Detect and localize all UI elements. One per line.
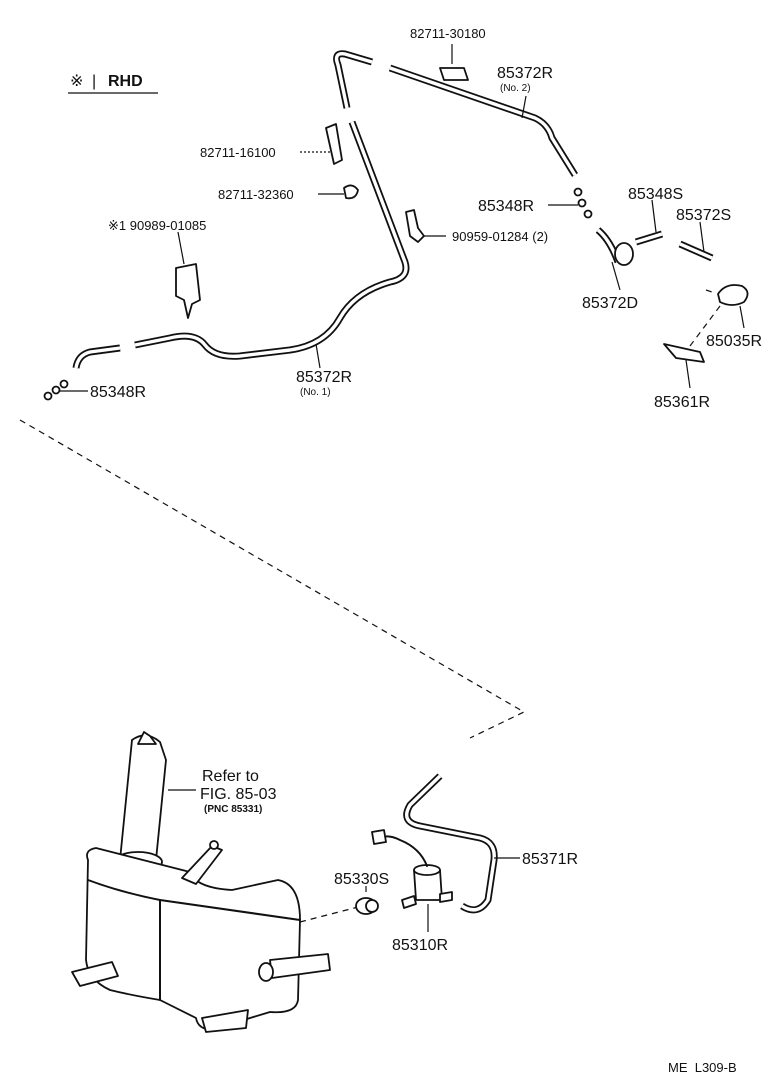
grommet-85330s <box>355 886 379 915</box>
label-85372d: 85372D <box>582 295 638 312</box>
routing-line-nozzle <box>705 289 713 293</box>
clip-85361r <box>663 343 705 389</box>
label-85361r: 85361R <box>654 394 710 411</box>
label-85372r-no2-sub: (No. 2) <box>500 83 531 94</box>
washer-pump-85310r <box>371 829 453 932</box>
hose-85371r <box>403 773 520 914</box>
hose-85372s <box>678 221 714 262</box>
label-fig-85-03: FIG. 85-03 <box>200 786 277 803</box>
label-82711-16100: 82711-16100 <box>200 145 276 160</box>
leader-85372r-no1 <box>315 343 321 369</box>
label-85372s: 85372S <box>676 207 731 224</box>
footer-code: ME L309-B <box>668 1060 737 1075</box>
label-82711-30180: 82711-30180 <box>410 26 486 41</box>
label-85372r-no1: 85372R <box>296 369 352 386</box>
clip-82711-30180 <box>439 44 469 81</box>
nozzle-85035r <box>717 284 749 329</box>
legend-bar: | <box>92 73 96 90</box>
connector-85348r-left <box>43 379 88 401</box>
routing-line-tank <box>299 905 363 923</box>
label-refer-to: Refer to <box>202 768 259 785</box>
label-85310r: 85310R <box>392 937 448 954</box>
label-85371r: 85371R <box>522 851 578 868</box>
label-pnc-85331: (PNC 85331) <box>204 804 262 815</box>
label-90989-01085: ※1 90989-01085 <box>108 218 206 233</box>
hose-85372r-no1 <box>72 120 410 369</box>
label-85348s: 85348S <box>628 186 683 203</box>
elbow-85372d <box>595 227 634 291</box>
connector-85348r-top <box>548 187 593 219</box>
legend-text: RHD <box>108 73 143 90</box>
bracket-90989-01085 <box>175 231 201 319</box>
label-85372r-no2: 85372R <box>497 65 553 82</box>
routing-line-clip <box>689 305 721 347</box>
clip-82711-32360 <box>318 184 359 200</box>
clip-82711-16100 <box>300 123 343 165</box>
label-85348r-left: 85348R <box>90 384 146 401</box>
routing-line-main <box>19 419 526 739</box>
label-85330s: 85330S <box>334 871 389 888</box>
label-90959-01284: 90959-01284 (2) <box>452 229 548 244</box>
clamp-90959-01284 <box>405 209 446 243</box>
label-85348r-top: 85348R <box>478 198 534 215</box>
legend-marker: ※ <box>70 73 83 90</box>
hose-85348s <box>634 199 664 246</box>
rhd-legend: ※ | RHD <box>68 73 158 94</box>
label-85035r: 85035R <box>706 333 762 350</box>
leader-85372r-no2 <box>521 95 527 119</box>
hose-85372r-no2 <box>333 50 578 177</box>
label-85372r-no1-sub: (No. 1) <box>300 387 331 398</box>
washer-tank <box>71 731 331 1033</box>
label-82711-32360: 82711-32360 <box>218 187 294 202</box>
